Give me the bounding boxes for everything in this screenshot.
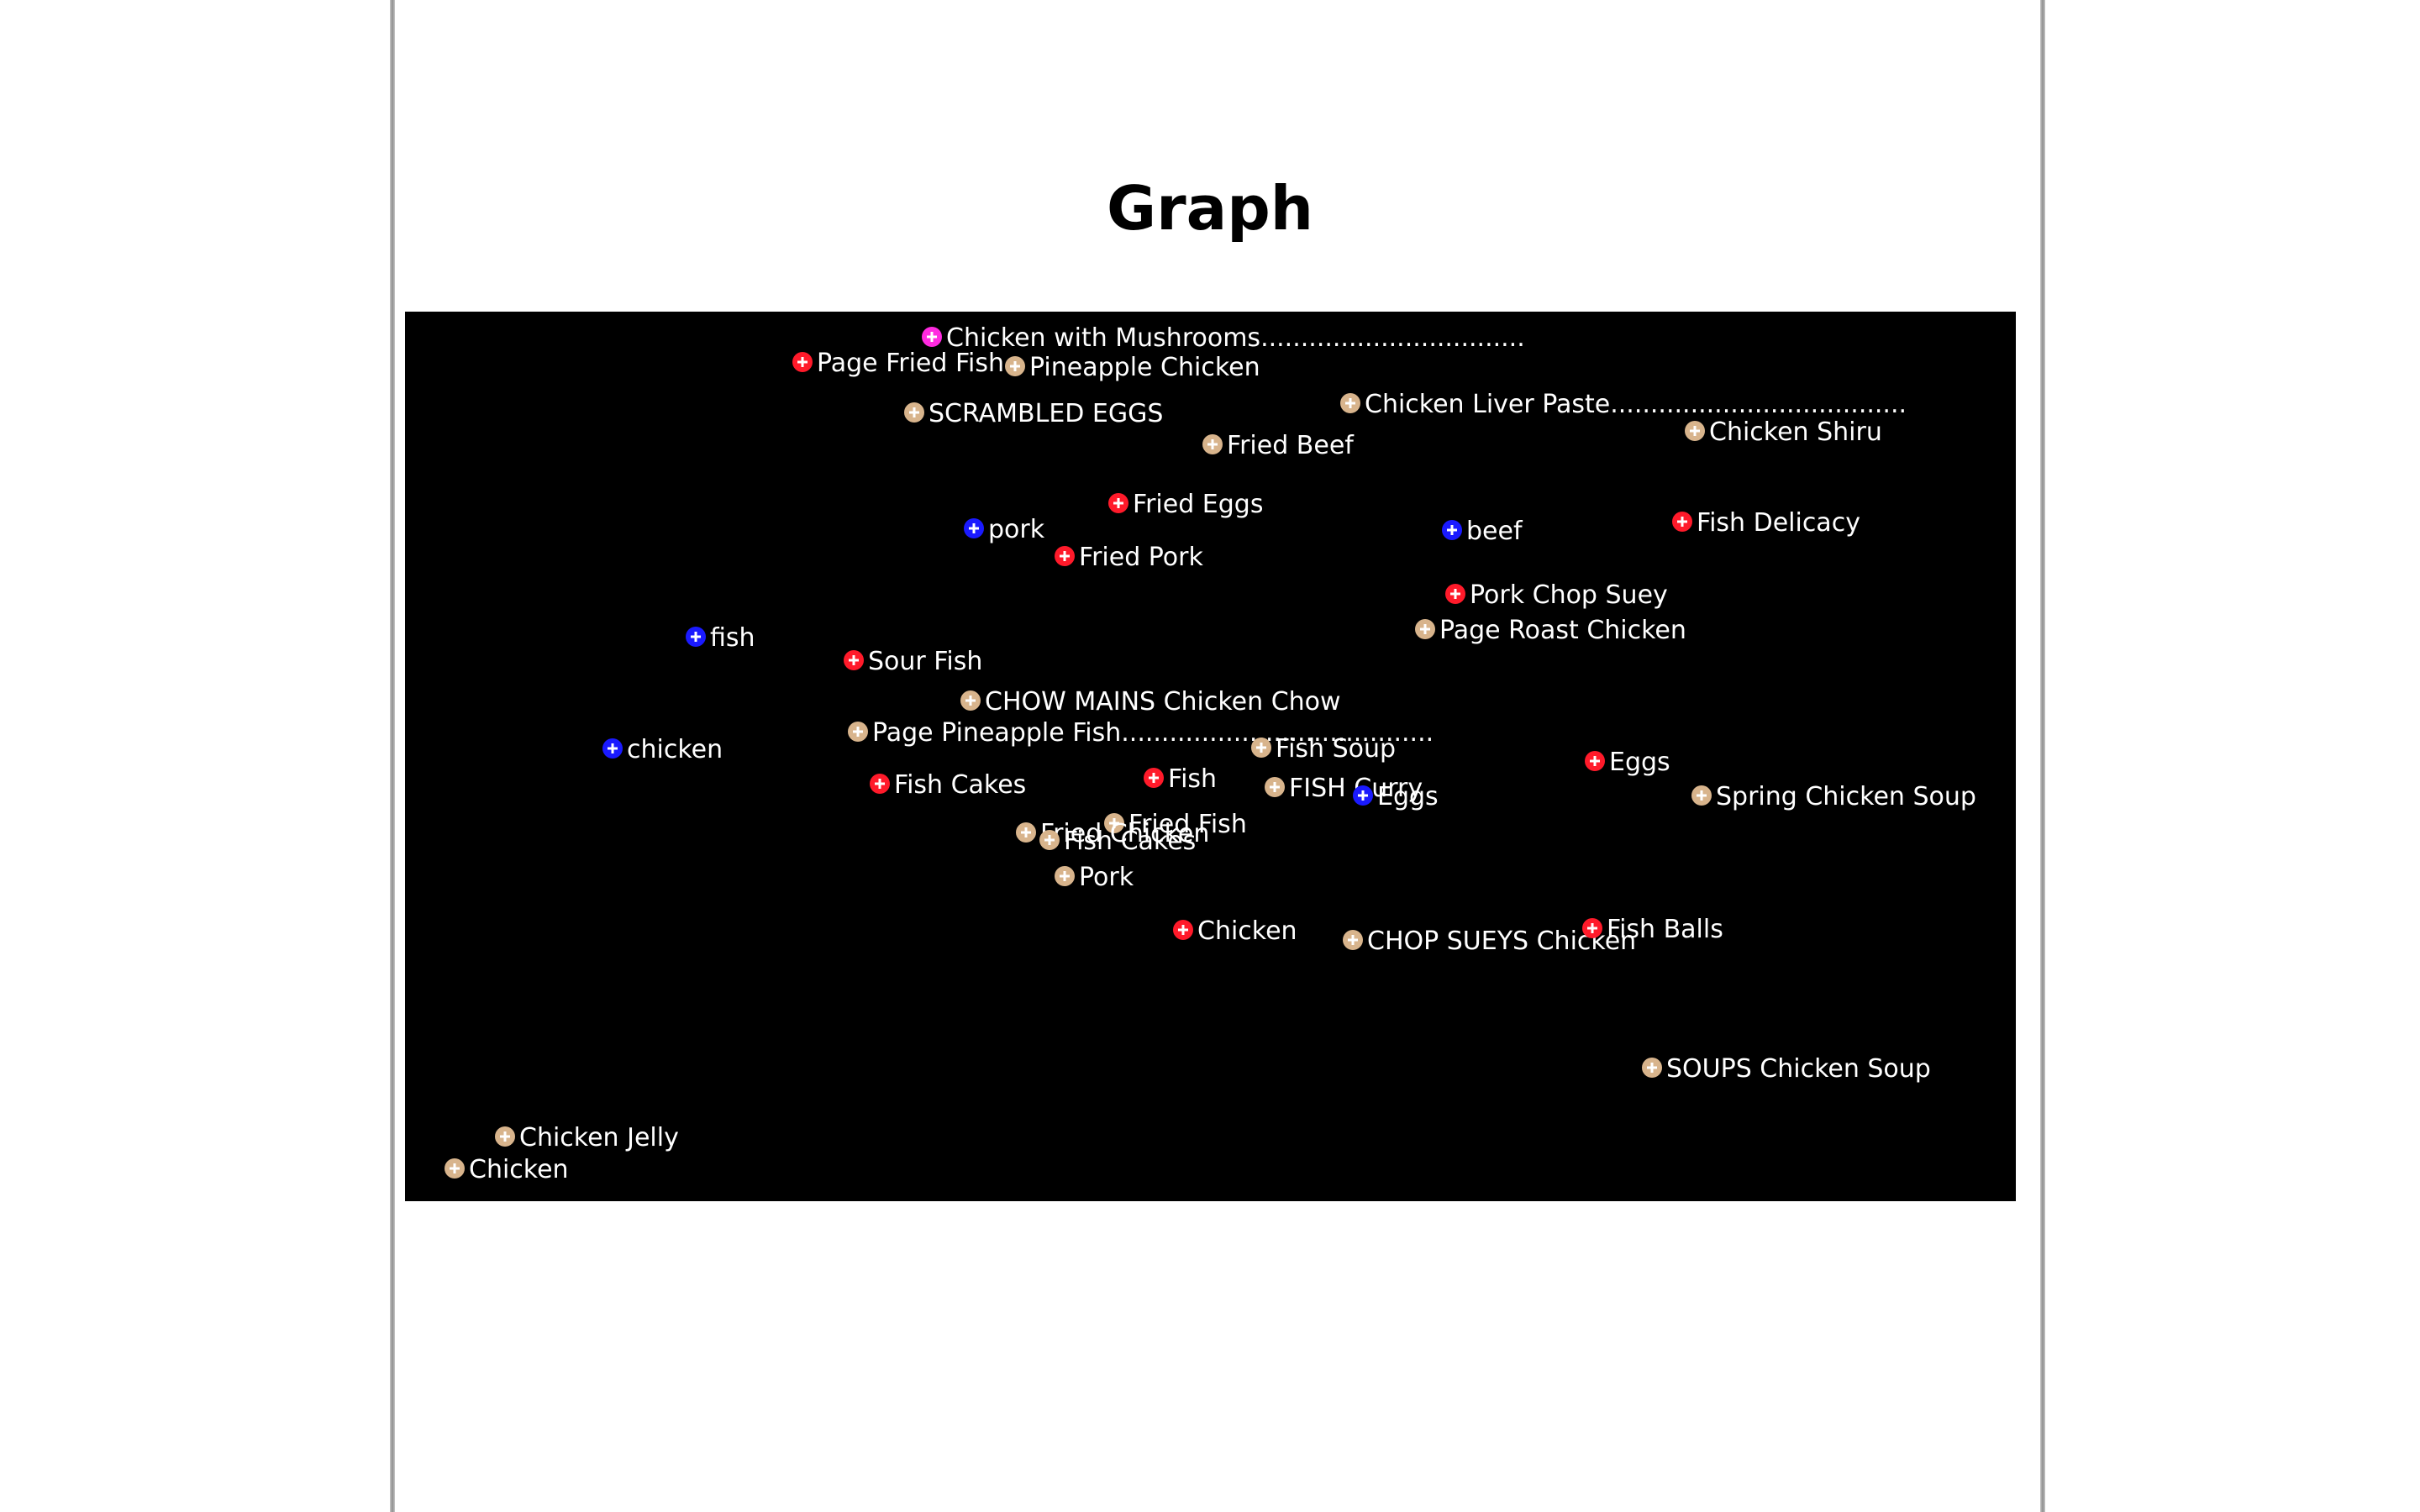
node-label: Chicken [469,1155,569,1184]
graph-node-scrambled-eggs[interactable]: SCRAMBLED EGGS [904,399,1163,428]
node-label: Eggs [1609,748,1670,777]
graph-node-fish[interactable]: fish [686,623,755,653]
graph-node-fried-pork[interactable]: Fried Pork [1055,543,1203,572]
node-label: Fish Soup [1276,734,1396,764]
graph-node-fish[interactable]: Fish [1144,764,1217,794]
node-label: Pork [1079,863,1134,892]
graph-node-chop-sueys-chicken[interactable]: CHOP SUEYS Chicken [1343,927,1636,956]
node-label: Fish Cakes [1064,827,1196,856]
node-label: Chicken [1197,916,1297,946]
graph-node-fish-cakes[interactable]: Fish Cakes [870,770,1026,800]
node-label: Fried Chicken [1040,819,1209,848]
node-label: Chicken Liver Paste.....................… [1365,390,1907,419]
node-label: pork [988,515,1045,544]
page-title: Graph [1107,173,1313,244]
graph-node-chow-mains-chicken-chow[interactable]: CHOW MAINS Chicken Chow [960,687,1341,717]
graph-node-spring-chicken-soup[interactable]: Spring Chicken Soup [1691,782,1976,811]
graph-node-pork[interactable]: Pork [1055,863,1134,892]
node-label: Chicken with Mushrooms..................… [946,323,1525,353]
graph-node-fried-eggs[interactable]: Fried Eggs [1108,490,1263,519]
graph-node-fish-delicacy[interactable]: Fish Delicacy [1672,508,1860,538]
node-label: Chicken Shiru [1709,417,1882,447]
graph-node-fried-fish[interactable]: Fried Fish [1104,810,1247,839]
graph-node-eggs[interactable]: Eggs [1585,748,1670,777]
graph-node-pineapple-chicken[interactable]: Pineapple Chicken [1005,353,1260,382]
graph-node-pork[interactable]: pork [964,515,1045,544]
graph-node-fish-balls[interactable]: Fish Balls [1582,915,1723,944]
node-label: Fried Fish [1128,810,1247,839]
graph-node-chicken-jelly[interactable]: Chicken Jelly [495,1123,679,1152]
node-label: Fish [1168,764,1217,794]
node-label: chicken [627,735,723,764]
node-label: fish [710,623,755,653]
graph-node-chicken-shiru[interactable]: Chicken Shiru [1685,417,1882,447]
node-label: Fish Delicacy [1697,508,1860,538]
graph-node-beef[interactable]: beef [1442,517,1523,546]
graph-node-page-fried-fish[interactable]: Page Fried Fish [792,349,1004,378]
page-right-border [2040,0,2045,1512]
node-label: Fish Balls [1607,915,1723,944]
graph-canvas[interactable]: Chicken with Mushrooms..................… [405,312,2016,1201]
node-label: Page Roast Chicken [1439,616,1686,645]
graph-node-soups-chicken-soup[interactable]: SOUPS Chicken Soup [1642,1054,1931,1084]
node-label: Chicken Jelly [519,1123,679,1152]
node-label: Pineapple Chicken [1029,353,1260,382]
node-label: CHOW MAINS Chicken Chow [985,687,1341,717]
node-label: beef [1466,517,1523,546]
graph-node-chicken[interactable]: chicken [602,735,723,764]
node-label: SCRAMBLED EGGS [929,399,1163,428]
page-left-border [390,0,395,1512]
node-label: Fried Beef [1227,431,1355,460]
graph-node-chicken[interactable]: Chicken [1173,916,1297,946]
node-label: Pork Chop Suey [1470,580,1668,610]
graph-node-chicken[interactable]: Chicken [445,1155,569,1184]
graph-node-sour-fish[interactable]: Sour Fish [844,647,982,676]
node-label: Spring Chicken Soup [1716,782,1976,811]
graph-svg: Chicken with Mushrooms..................… [445,323,1976,1184]
node-label: Sour Fish [868,647,982,676]
graph-node-eggs[interactable]: Eggs [1353,782,1439,811]
graph-node-page-roast-chicken[interactable]: Page Roast Chicken [1415,616,1686,645]
graph-node-fried-beef[interactable]: Fried Beef [1202,431,1355,460]
node-label: Fish Cakes [894,770,1026,800]
graph-node-page-pineapple-fish[interactable]: Page Pineapple Fish.....................… [848,718,1434,748]
graph-node-chicken-with-mushrooms[interactable]: Chicken with Mushrooms..................… [922,323,1525,353]
node-label: Page Fried Fish [817,349,1004,378]
graph-node-fish-soup[interactable]: Fish Soup [1251,734,1396,764]
node-label: Fried Eggs [1133,490,1263,519]
graph-node-chicken-liver-paste[interactable]: Chicken Liver Paste.....................… [1340,390,1907,419]
node-label: Eggs [1377,782,1439,811]
graph-node-fried-chicken[interactable]: Fried Chicken [1016,819,1209,848]
node-label: SOUPS Chicken Soup [1666,1054,1931,1084]
node-label: Fried Pork [1079,543,1203,572]
node-label: Page Pineapple Fish.....................… [872,718,1434,748]
graph-node-fish-cakes[interactable]: Fish Cakes [1039,827,1196,856]
graph-node-pork-chop-suey[interactable]: Pork Chop Suey [1445,580,1668,610]
